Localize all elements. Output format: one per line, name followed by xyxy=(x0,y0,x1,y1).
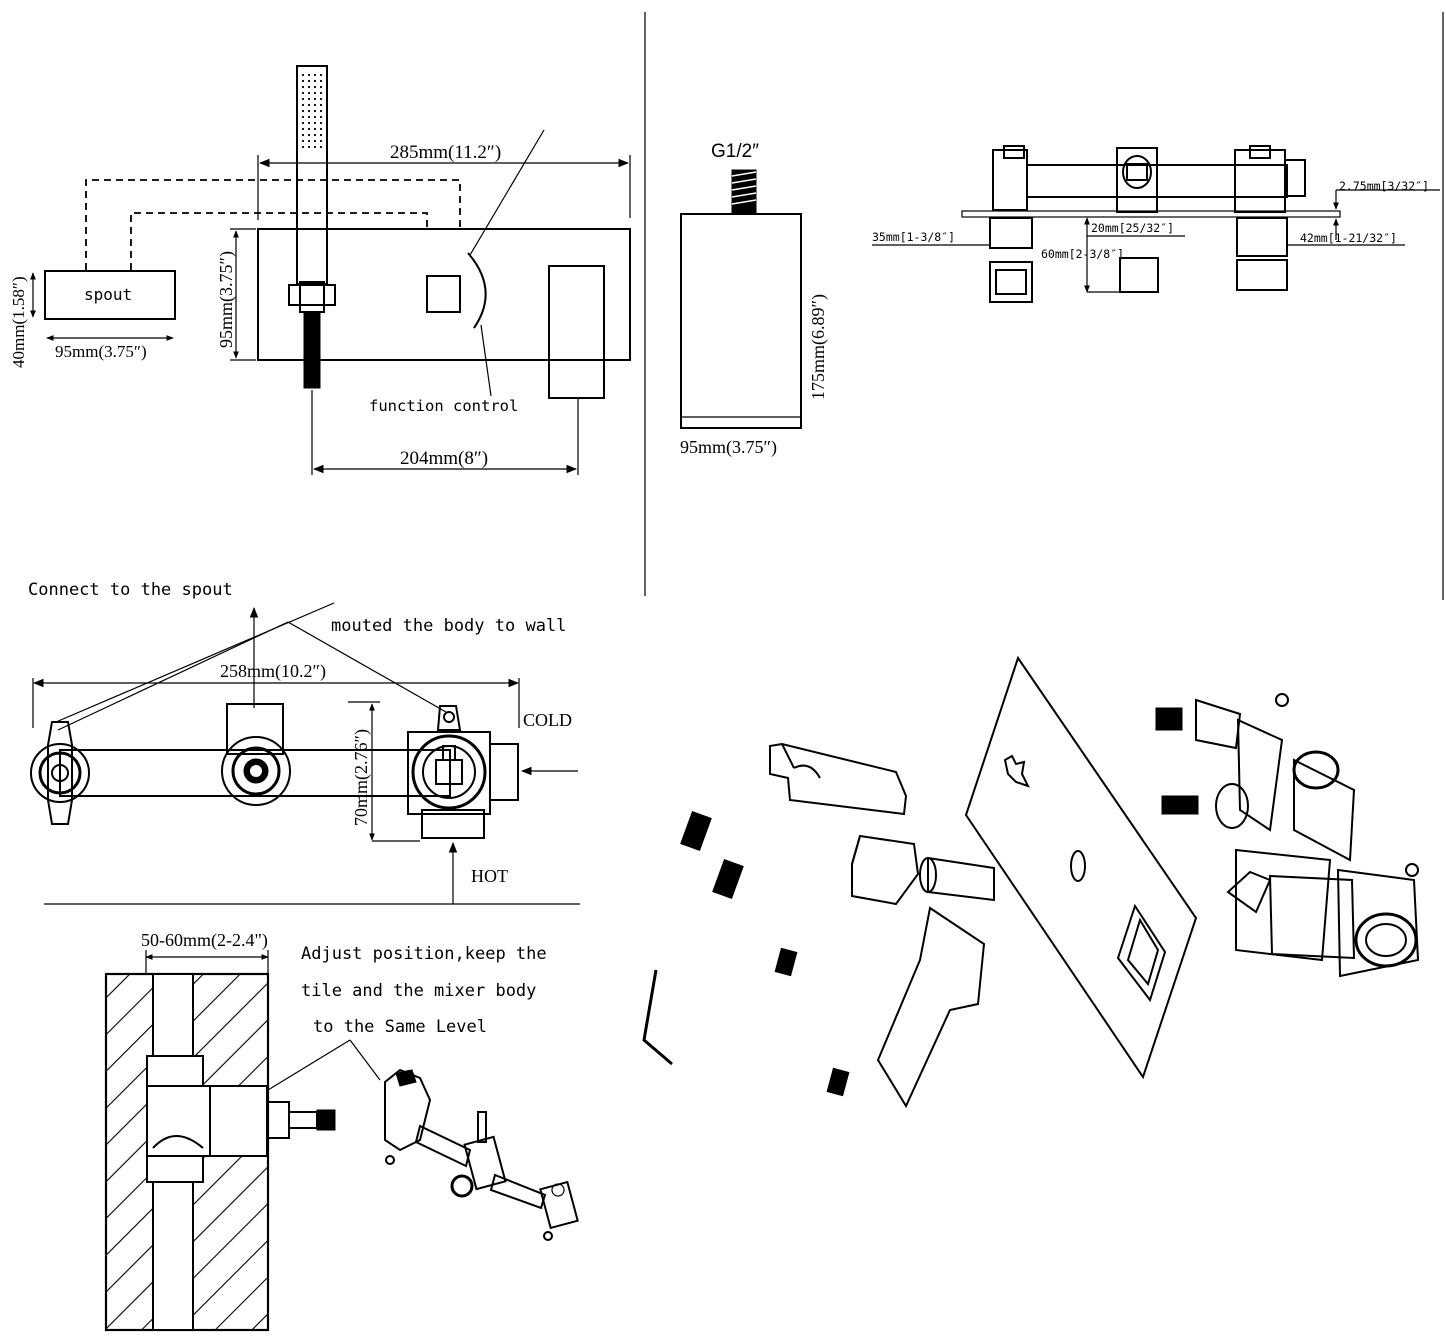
cold-label: COLD xyxy=(523,710,572,730)
body-width-label: 258mm(10.2″) xyxy=(220,661,326,682)
body-mount-panel: Connect to the spout mouted the body to … xyxy=(28,580,578,904)
function-control-label: function control xyxy=(369,397,518,415)
wall-depth-label: 50-60mm(2-2.4") xyxy=(141,930,268,951)
mixer-handle xyxy=(548,265,605,399)
connect-spout-label: Connect to the spout xyxy=(28,580,233,600)
handle-offset-label: 204mm(8″) xyxy=(400,448,488,469)
thread-label: G1/2″ xyxy=(711,141,759,162)
center-depth-label: 20mm[25/32″] xyxy=(1091,221,1174,235)
mount-wall-label: mouted the body to wall xyxy=(331,616,566,636)
hot-label: HOT xyxy=(471,866,508,886)
spout-box xyxy=(44,270,176,320)
shower-head-width-label: 95mm(3.75″) xyxy=(680,437,777,458)
valve-profile-panel: 2.75mm[3/32″] 35mm[1-3/8″] 20mm[25/32″] … xyxy=(872,145,1440,303)
spout-height-label: 40mm(1.58″) xyxy=(9,276,28,368)
adjust-line-3: to the Same Level xyxy=(313,1017,487,1037)
body-height-label: 70mm(2.76″) xyxy=(351,729,372,826)
right-outlet-label: 42mm[1-21/32″] xyxy=(1300,231,1397,245)
left-outlet-label: 35mm[1-3/8″] xyxy=(872,230,955,244)
shower-head-body xyxy=(680,213,802,429)
plate-height-label: 95mm(3.75″) xyxy=(216,251,237,348)
function-arc xyxy=(467,252,487,329)
wall-section-panel: 50-60mm(2-2.4") Adjust position,keep the… xyxy=(104,930,579,1332)
center-outlet-label: 60mm[2-3/8″] xyxy=(1041,247,1124,261)
shower-head-height-label: 175mm(6.89″) xyxy=(808,294,829,400)
thread-stem xyxy=(731,169,757,215)
exploded-plate xyxy=(964,655,1198,1080)
spout-label: spout xyxy=(84,285,132,304)
wall-plate xyxy=(257,228,631,361)
front-view-panel: spout 40mm(1.58″) 95mm(3.75″) 285mm(11.2… xyxy=(9,65,631,475)
shower-head-panel: G1/2″ 175mm(6.89″) 95mm(3.75″) xyxy=(680,141,829,458)
plate-thickness-label: 2.75mm[3/32″] xyxy=(1339,179,1429,193)
valve-body-sketch xyxy=(384,1068,579,1241)
adjust-line-1: Adjust position,keep the xyxy=(301,944,547,964)
hand-shower xyxy=(288,65,336,389)
spout-width-label: 95mm(3.75″) xyxy=(55,342,147,361)
exploded-view-panel xyxy=(642,655,1420,1109)
panel-dividers xyxy=(44,12,1444,905)
plate-width-label: 285mm(11.2″) xyxy=(390,142,501,163)
adjust-line-2: tile and the mixer body xyxy=(301,981,536,1001)
dashed-pipe-inner xyxy=(130,212,428,270)
diverter-knob xyxy=(426,275,461,313)
dashed-pipe-outer xyxy=(85,179,461,270)
